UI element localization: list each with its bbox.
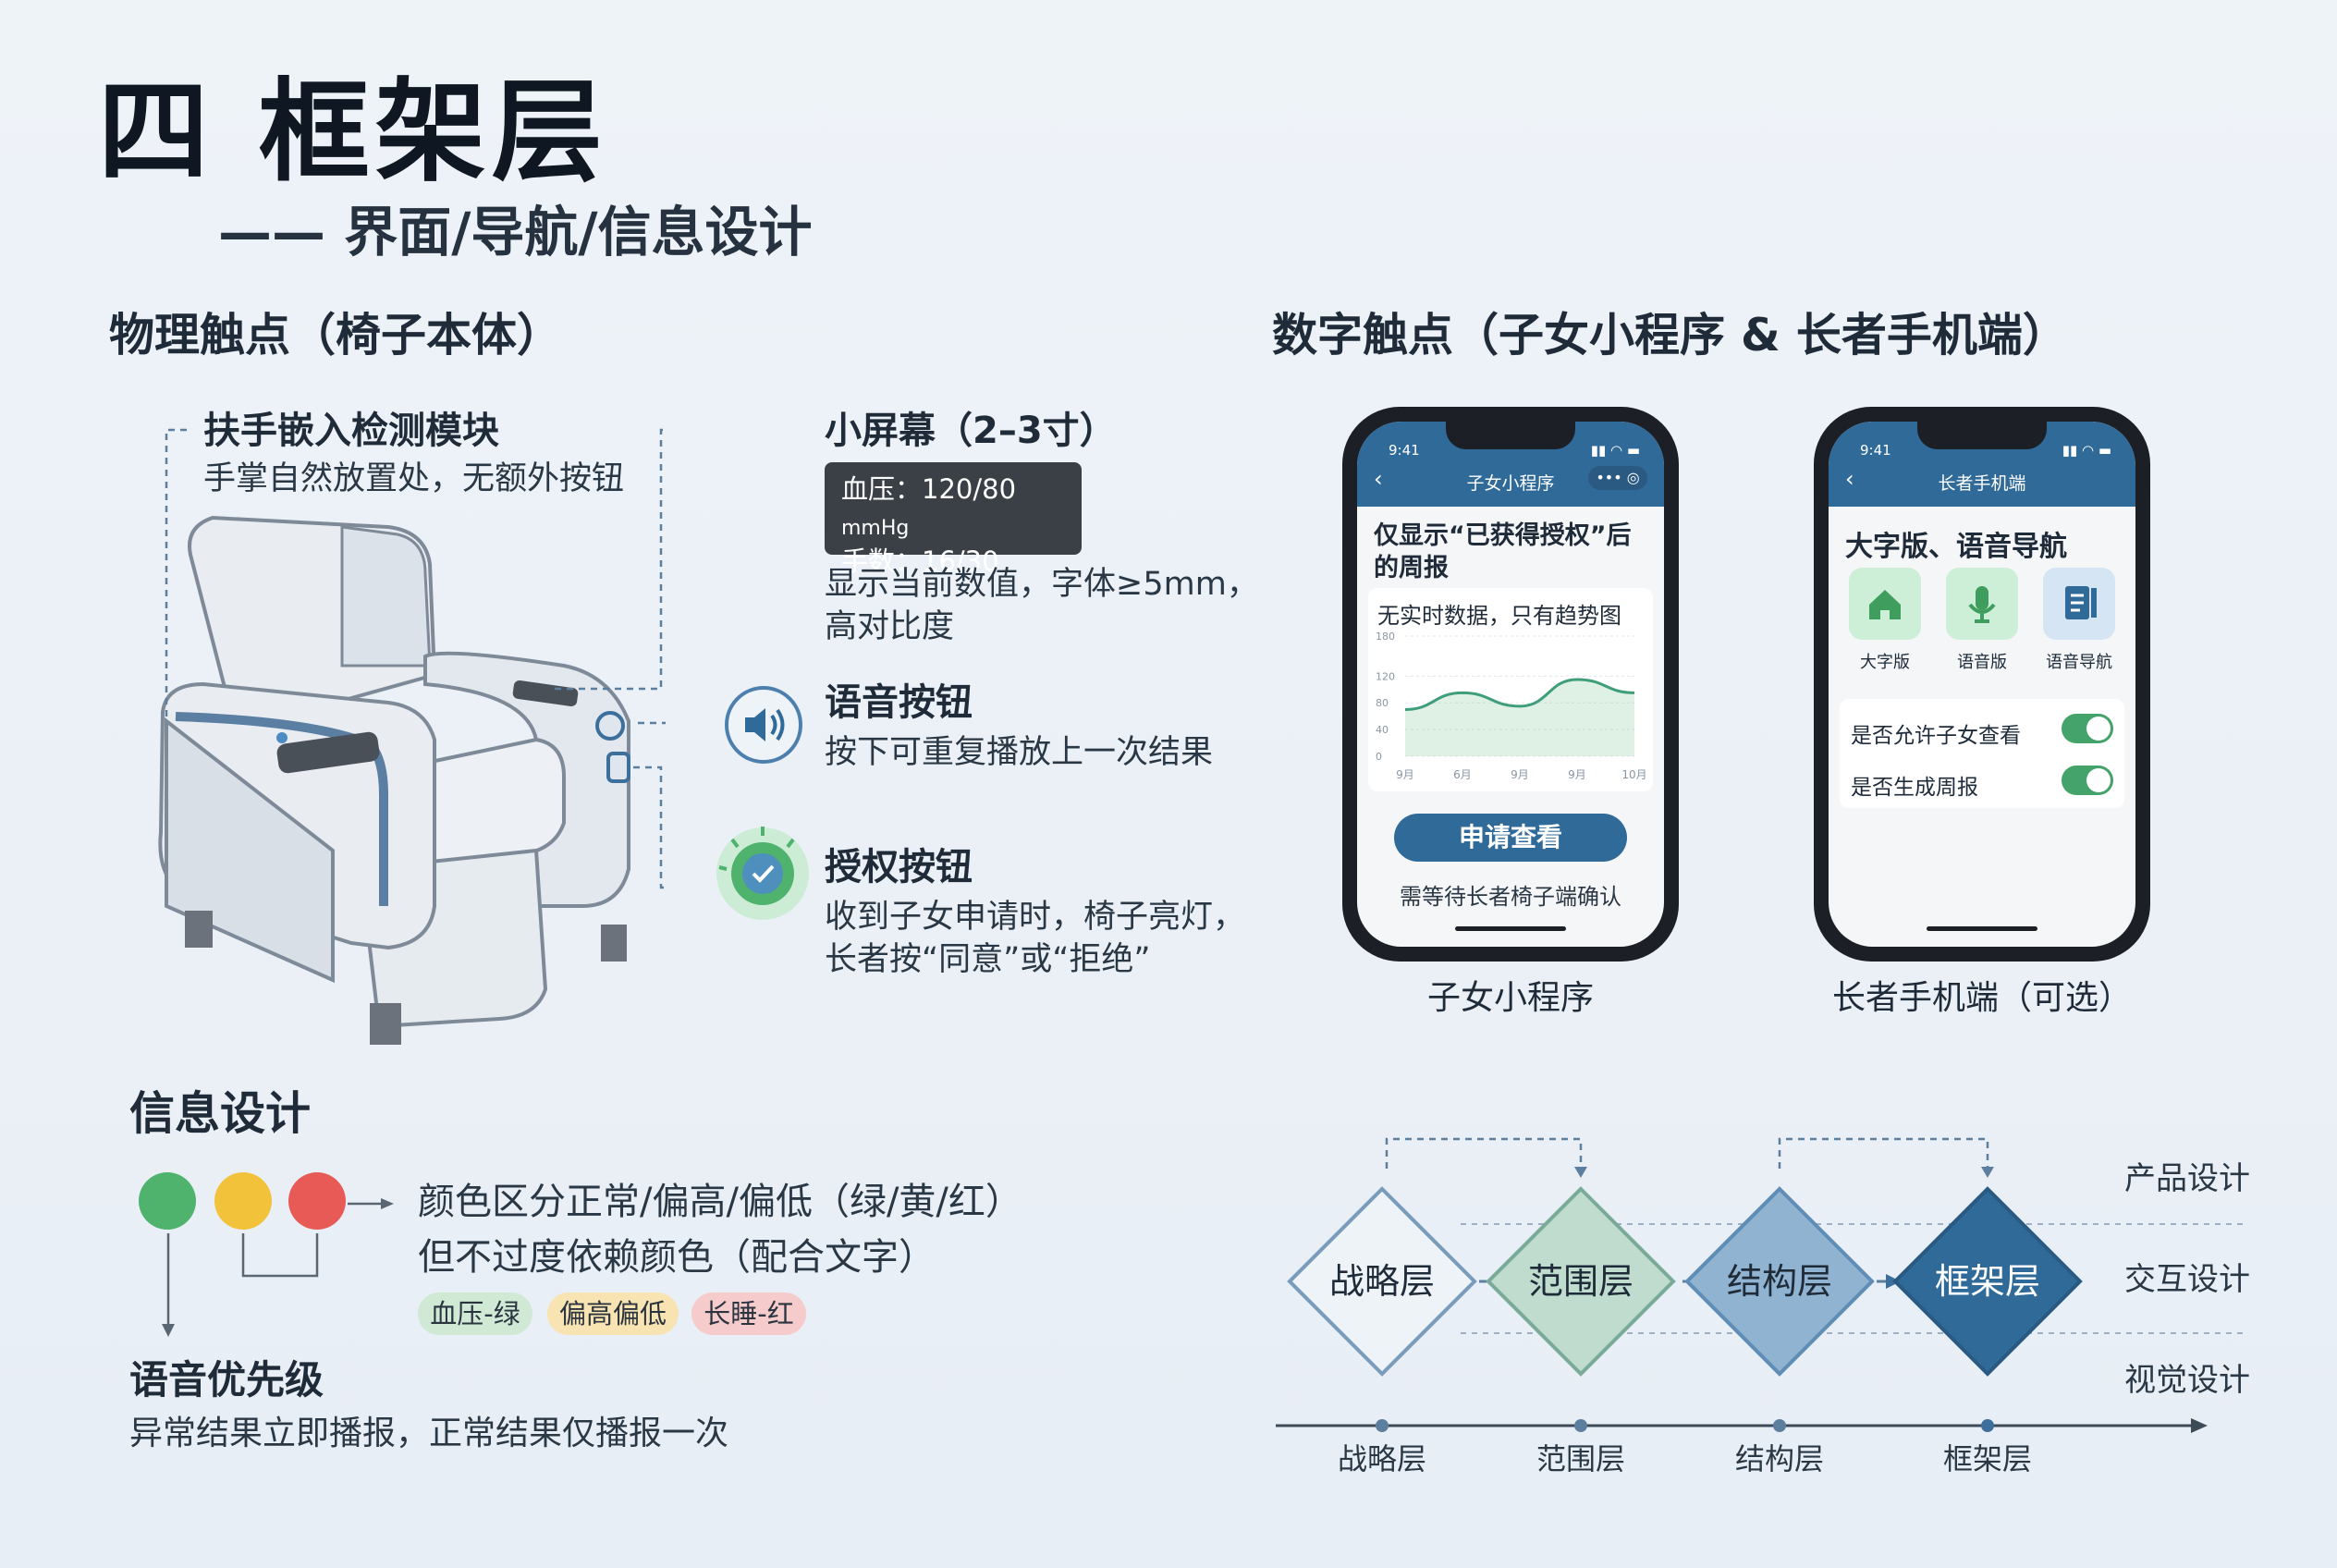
mini-program-menu-icon[interactable]: ••• ◎ (1588, 466, 1647, 490)
headline: 大字版、语音导航 (1845, 531, 2067, 563)
color-rule-line-1: 颜色区分正常/偏高/偏低（绿/黄/红） (418, 1181, 1022, 1223)
tile-label: 大字版 (1860, 653, 1910, 672)
small-screen-display: 血压：120/80 mmHg 手数：16/30 (825, 462, 1082, 577)
x-tick-label: 9月 (1511, 768, 1529, 781)
axis-label: 框架层 (1942, 1441, 2032, 1476)
tag-green: 血压-绿 (418, 1292, 532, 1335)
module-title: 扶手嵌入检测模块 (203, 410, 499, 452)
trend-chart: 180 120 80 40 0 9月 6月 9月 9月 10月 (1376, 631, 1647, 781)
chair-illustration (158, 428, 666, 1045)
chart-card: 无实时数据，只有趋势图 180 120 80 40 0 9月 6月 9月 9月 10月 (1368, 588, 1653, 791)
layer-node-structure: 结构层 (1726, 1261, 1832, 1302)
axis-label: 战略层 (1337, 1441, 1426, 1476)
y-tick-label: 40 (1376, 724, 1389, 736)
back-chevron-icon[interactable]: ‹ (1845, 466, 1854, 492)
y-tick-label: 180 (1376, 631, 1395, 643)
microphone-icon[interactable] (1946, 568, 2018, 640)
nav-title: 长者手机端 (1938, 473, 2026, 494)
right-label-interaction: 交互设计 (2124, 1261, 2250, 1298)
back-chevron-icon[interactable]: ‹ (1374, 466, 1383, 492)
elder-app-phone: 9:41 ▮▮ ◠ ▬ ‹ 长者手机端 大字版、语音导航 大字版 语音版 语音导… (1814, 407, 2150, 962)
x-tick-label: 9月 (1396, 768, 1414, 781)
status-time: 9:41 (1860, 442, 1891, 459)
headline: 仅显示“已获得授权”后 的周报 (1374, 520, 1632, 584)
tile-label: 语音版 (1957, 653, 2007, 672)
layer-node-strategy: 战略层 (1328, 1261, 1435, 1302)
tag-yellow: 偏高偏低 (547, 1292, 679, 1335)
y-tick-label: 0 (1376, 751, 1382, 763)
screen-title: 小屏幕（2–3寸） (825, 410, 1117, 452)
color-rule-line-2: 但不过度依赖颜色（配合文字） (418, 1236, 936, 1279)
module-desc: 手掌自然放置处，无额外按钮 (203, 460, 625, 497)
layer-diagram (1276, 1137, 2246, 1433)
voice-priority-desc: 异常结果立即播报，正常结果仅播报一次 (129, 1415, 729, 1452)
page-subtitle: —— 界面/导航/信息设计 (218, 201, 813, 263)
request-view-button[interactable]: 申请查看 (1394, 814, 1627, 862)
x-tick-label: 6月 (1453, 768, 1472, 781)
strategy-diamond (1287, 1186, 1477, 1377)
screen-desc-2: 高对比度 (825, 608, 955, 645)
child-app-caption: 子女小程序 (1426, 979, 1594, 1017)
confirm-note: 需等待长者椅子端确认 (1400, 884, 1621, 910)
chart-title: 无实时数据，只有趋势图 (1377, 603, 1621, 629)
headline-line-2: 的周报 (1374, 554, 1449, 583)
toggle-label: 是否允许子女查看 (1851, 724, 2021, 748)
x-tick-label: 9月 (1568, 768, 1586, 781)
home-icon[interactable] (1849, 568, 1921, 640)
voice-priority-title: 语音优先级 (129, 1357, 324, 1403)
layer-node-skeleton: 框架层 (1934, 1261, 2040, 1302)
trend-line (1404, 678, 1635, 711)
screen-bp-unit: mmHg (841, 517, 910, 541)
y-tick-label: 120 (1376, 670, 1395, 682)
info-heading: 信息设计 (129, 1087, 312, 1140)
axis-label: 范围层 (1536, 1441, 1625, 1476)
weekly-report-toggle[interactable] (2062, 766, 2113, 795)
green-status-dot (139, 1172, 196, 1230)
auth-button-desc-1: 收到子女申请时，椅子亮灯， (825, 899, 1246, 936)
right-label-product: 产品设计 (2124, 1160, 2250, 1197)
home-indicator (1927, 926, 2037, 931)
book-nav-icon[interactable] (2043, 568, 2115, 640)
voice-button-desc: 按下可重复播放上一次结果 (825, 734, 1214, 771)
toggle-label: 是否生成周报 (1851, 776, 1978, 800)
status-time: 9:41 (1389, 442, 1420, 459)
trend-area (1405, 679, 1634, 756)
x-tick-label: 10月 (1621, 768, 1646, 781)
digital-heading: 数字触点（子女小程序 & 长者手机端） (1272, 309, 2068, 361)
toggle-card: 是否允许子女查看 是否生成周报 (1840, 699, 2124, 808)
status-icons: ▮▮ ◠ ▬ (1590, 442, 1640, 459)
nav-title: 子女小程序 (1466, 473, 1555, 494)
auth-check-icon (716, 827, 809, 920)
red-status-dot (288, 1172, 346, 1230)
status-icons: ▮▮ ◠ ▬ (2062, 442, 2111, 459)
allow-children-toggle[interactable] (2062, 714, 2113, 743)
screen-desc-1: 显示当前数值，字体≥5mm， (825, 566, 1259, 603)
auth-button-title: 授权按钮 (825, 846, 973, 888)
auth-button-desc-2: 长者按“同意”或“拒绝” (825, 941, 1151, 978)
screen-count: 手数：16/30 (841, 545, 999, 578)
screen-bp: 血压：120/80 (841, 473, 1017, 505)
page-title: 四 框架层 (98, 68, 608, 197)
right-label-visual: 视觉设计 (2124, 1362, 2250, 1399)
skeleton-diamond (1892, 1186, 2083, 1377)
headline-line-1: 仅显示“已获得授权”后 (1374, 521, 1632, 550)
yellow-status-dot (214, 1172, 272, 1230)
scope-diamond (1486, 1186, 1676, 1377)
voice-button-title: 语音按钮 (825, 681, 973, 724)
y-tick-label: 80 (1376, 697, 1389, 709)
axis-label: 结构层 (1734, 1441, 1824, 1476)
structure-diamond (1684, 1186, 1875, 1377)
home-indicator (1455, 926, 1566, 931)
tile-label: 语音导航 (2046, 653, 2112, 672)
speaker-icon (725, 686, 802, 764)
elder-app-caption: 长者手机端（可选） (1831, 979, 2132, 1017)
tag-red: 长睡-红 (691, 1292, 806, 1335)
layer-node-scope: 范围层 (1527, 1261, 1633, 1302)
child-app-phone: 9:41 ▮▮ ◠ ▬ ‹ 子女小程序 ••• ◎ 仅显示“已获得授权”后 的周… (1342, 407, 1679, 962)
info-connectors (162, 1198, 394, 1337)
physical-heading: 物理触点（椅子本体） (109, 309, 563, 361)
